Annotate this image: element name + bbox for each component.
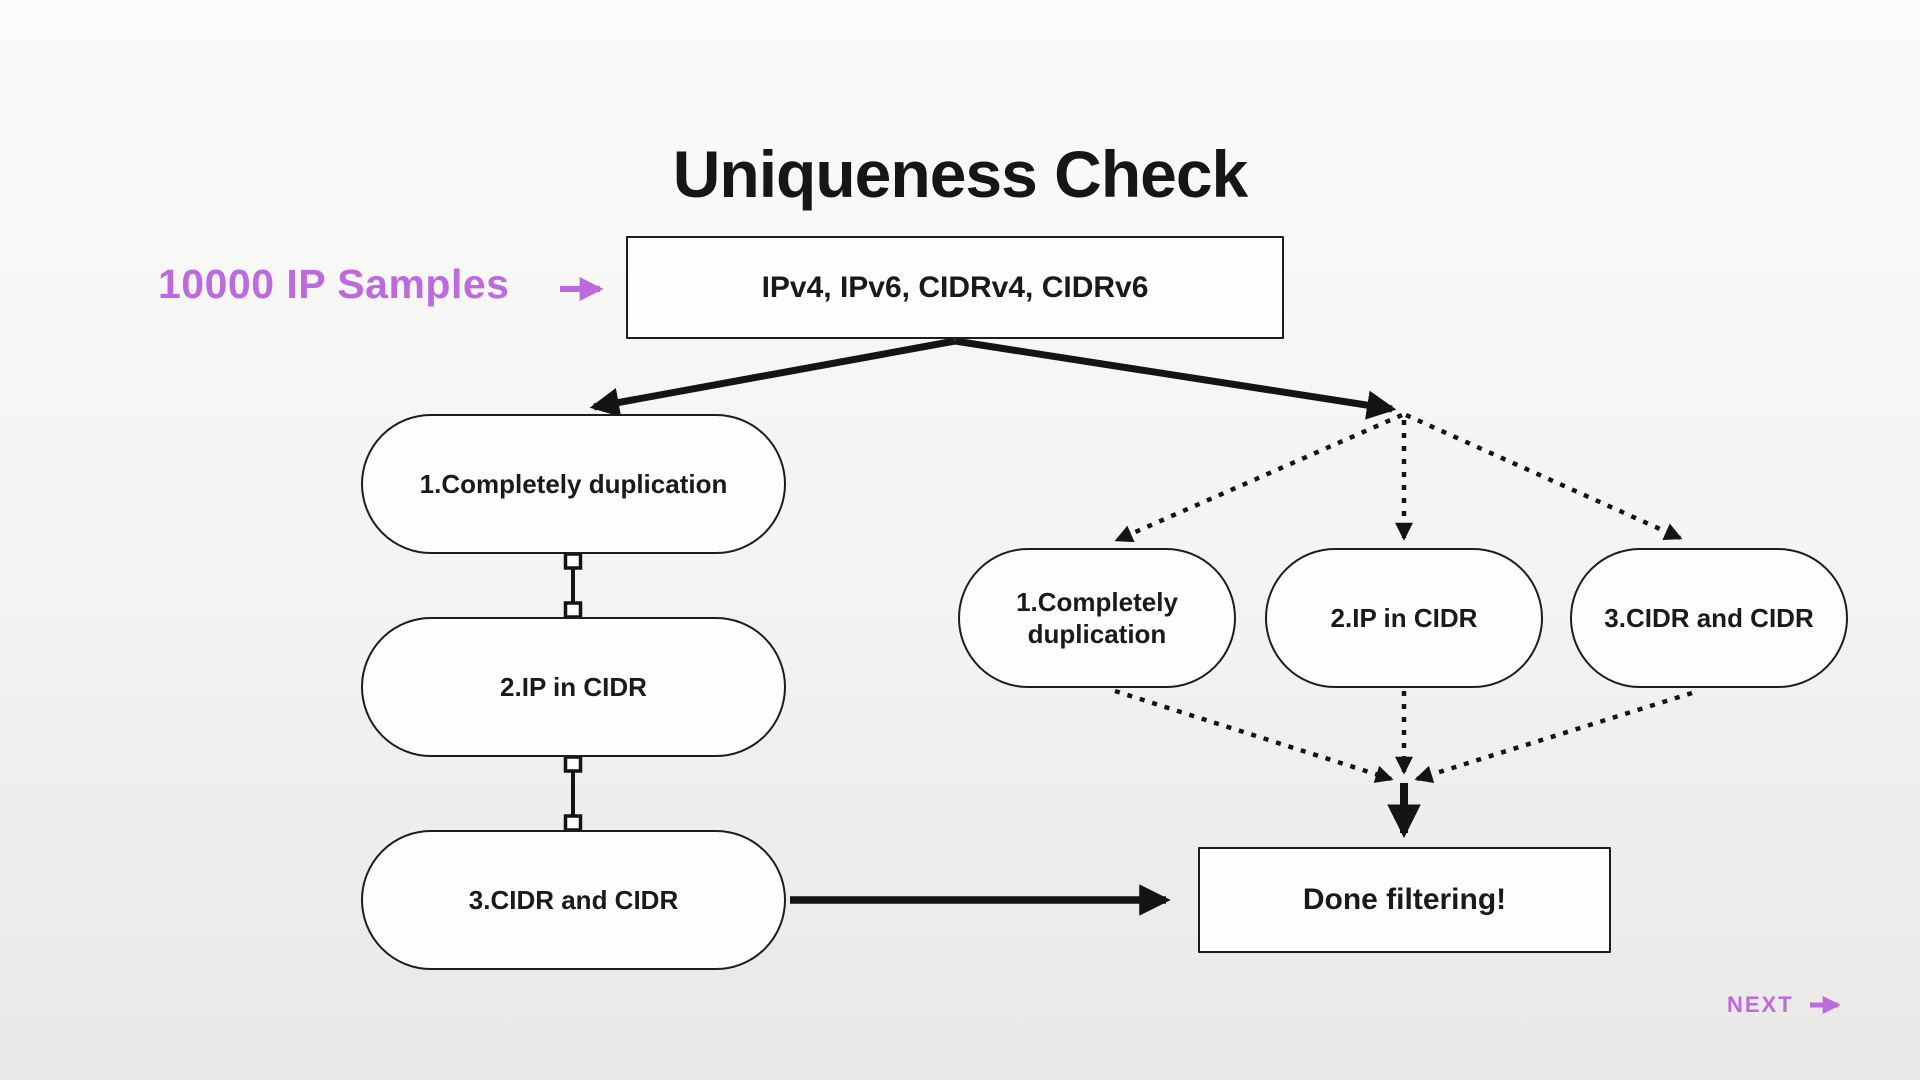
node-right-cidr-and-cidr: 3.CIDR and CIDR: [1570, 548, 1848, 688]
node-done-box: Done filtering!: [1198, 847, 1611, 953]
dotted-arrow-branch-to-right-pill1: [1114, 412, 1403, 543]
next-button-label[interactable]: NEXT: [1727, 992, 1794, 1017]
node-left-completely-duplication: 1.Completely duplication: [361, 414, 786, 554]
node-left-cidr-and-cidr: 3.CIDR and CIDR: [361, 830, 786, 970]
dotted-arrow-branch-to-right-pill3: [1405, 412, 1683, 541]
link-left-pill2-pill3: [563, 755, 583, 832]
node-done-label: Done filtering!: [1302, 883, 1507, 917]
next-button[interactable]: NEXT: [1727, 992, 1854, 1018]
node-source-label: IPv4, IPv6, CIDRv4, CIDRv6: [761, 270, 1149, 304]
node-label: 2.IP in CIDR: [500, 671, 647, 702]
dotted-arrow-right-pill1-to-merge: [1114, 688, 1394, 783]
node-source-box: IPv4, IPv6, CIDRv4, CIDRv6: [626, 236, 1284, 339]
node-label: 3.CIDR and CIDR: [1604, 602, 1814, 633]
node-label: 1.Completely duplication: [419, 468, 728, 499]
arrow-source-to-left-branch: [589, 337, 956, 417]
node-label: 1.Completely duplication: [1016, 586, 1178, 650]
node-label: 3.CIDR and CIDR: [468, 884, 679, 915]
node-label: 2.IP in CIDR: [1330, 602, 1478, 633]
page-title: Uniqueness Check: [672, 137, 1249, 212]
arrow-source-to-right-branch: [954, 337, 1397, 420]
dotted-arrow-right-pill3-to-merge: [1414, 690, 1693, 784]
next-arrow-icon: [1809, 996, 1841, 1014]
node-left-ip-in-cidr: 2.IP in CIDR: [361, 617, 786, 757]
ip-samples-label: 10000 IP Samples: [158, 261, 510, 307]
link-left-pill1-pill2: [563, 552, 583, 619]
node-right-ip-in-cidr: 2.IP in CIDR: [1265, 548, 1543, 688]
node-right-completely-duplication: 1.Completely duplication: [958, 548, 1236, 688]
